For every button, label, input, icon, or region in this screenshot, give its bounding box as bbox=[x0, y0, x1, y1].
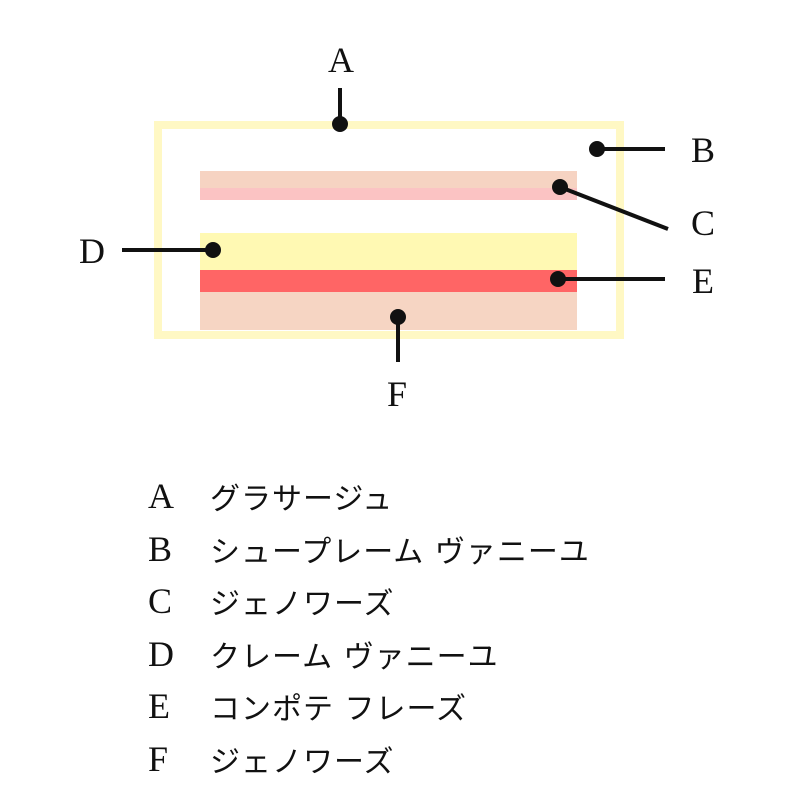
legend-name: ジェノワーズ bbox=[210, 744, 395, 780]
legend-item: A グラサージュ bbox=[148, 470, 590, 523]
legend-name: ジェノワーズ bbox=[210, 587, 395, 623]
legend-letter: B bbox=[148, 528, 173, 569]
layer-d-cream bbox=[200, 233, 577, 270]
legend-letter: A bbox=[148, 476, 174, 517]
legend-item: C ジェノワーズ bbox=[148, 575, 590, 628]
outer-glaze-frame bbox=[154, 121, 624, 339]
label-b: B bbox=[691, 130, 715, 170]
layer-f-genoise bbox=[200, 292, 577, 330]
layer-c-top bbox=[200, 171, 577, 188]
legend-name: コンポテ フレーズ bbox=[210, 692, 468, 728]
label-e: E bbox=[692, 261, 714, 301]
legend-letter: F bbox=[148, 738, 169, 779]
legend-name: クレーム ヴァニーユ bbox=[210, 639, 499, 675]
callout-b: B bbox=[589, 130, 715, 170]
callout-e: E bbox=[550, 261, 714, 301]
legend-item: D クレーム ヴァニーユ bbox=[148, 628, 590, 681]
legend-item: E コンポテ フレーズ bbox=[148, 680, 590, 733]
layer-e-strawberry bbox=[200, 270, 577, 292]
label-c: C bbox=[691, 203, 715, 243]
legend: A グラサージュ B シュープレーム ヴァニーユ C ジェノワーズ D クレーム ヴァニ… bbox=[148, 470, 590, 785]
callout-a: A bbox=[328, 40, 354, 132]
label-f: F bbox=[387, 374, 407, 414]
layer-c-bottom bbox=[200, 188, 577, 200]
legend-letter: D bbox=[148, 633, 174, 674]
legend-item: F ジェノワーズ bbox=[148, 733, 590, 786]
label-a: A bbox=[328, 40, 354, 80]
callout-f: F bbox=[387, 309, 407, 414]
legend-item: B シュープレーム ヴァニーユ bbox=[148, 523, 590, 576]
legend-name: シュープレーム ヴァニーユ bbox=[210, 534, 590, 570]
legend-letter: C bbox=[148, 581, 173, 622]
label-d: D bbox=[79, 231, 105, 271]
callout-d: D bbox=[79, 231, 221, 271]
legend-letter: E bbox=[148, 686, 170, 727]
callout-c: C bbox=[552, 179, 715, 243]
cake-cross-section-diagram: A B C D E F bbox=[79, 40, 715, 414]
legend-name: グラサージュ bbox=[210, 482, 394, 518]
